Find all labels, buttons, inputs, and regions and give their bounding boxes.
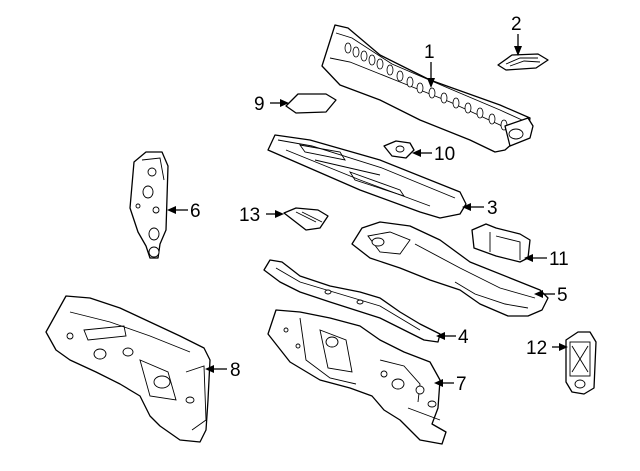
callout-4: 4: [436, 327, 469, 348]
callout-7-label: 7: [456, 374, 467, 395]
callout-13-label: 13: [239, 205, 260, 226]
part-7-dash-panel: [267, 309, 447, 445]
callout-8: 8: [205, 360, 241, 381]
callout-2-label: 2: [511, 14, 522, 35]
part-5-lower-panel: [351, 221, 549, 317]
part-11-pad: [471, 223, 531, 263]
part-12-side-insert: [565, 331, 597, 395]
callout-4-label: 4: [458, 327, 469, 348]
callout-13: 13: [239, 205, 284, 226]
callout-9-label: 9: [254, 94, 265, 115]
callout-6-label: 6: [190, 201, 201, 222]
callout-2: 2: [511, 14, 522, 56]
callout-1: 1: [424, 42, 435, 88]
part-3-cowl-panel: [267, 134, 467, 219]
callout-8-label: 8: [230, 360, 241, 381]
callout-12: 12: [526, 338, 568, 359]
callout-10: 10: [412, 144, 455, 165]
part-4-cross-member: [263, 259, 441, 343]
callout-5: 5: [534, 285, 568, 306]
callout-1-label: 1: [424, 42, 435, 63]
callout-9: 9: [254, 94, 289, 115]
callout-12-label: 12: [526, 338, 547, 359]
callout-6: 6: [167, 201, 201, 222]
part-1-cowl-vent-panel: [321, 24, 534, 153]
callout-3-label: 3: [487, 198, 498, 219]
callout-11: 11: [524, 249, 569, 270]
part-2-small-grille: [497, 53, 549, 71]
part-10-bracket: [383, 140, 415, 159]
callout-10-label: 10: [434, 144, 455, 165]
callout-5-label: 5: [557, 285, 568, 306]
callout-7: 7: [434, 374, 467, 395]
part-8-dash-insulator: [45, 295, 211, 443]
part-9-seal: [285, 93, 337, 114]
callout-3: 3: [462, 198, 498, 219]
callout-11-label: 11: [549, 249, 569, 270]
part-13-cover: [283, 207, 329, 231]
part-6-side-bracket: [129, 151, 169, 259]
